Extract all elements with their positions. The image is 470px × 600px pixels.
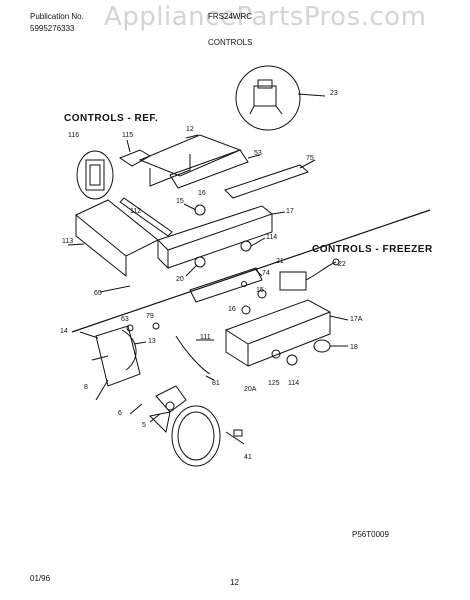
watermark: AppliancePartsPros.com	[104, 2, 427, 32]
callout-17a: 17A	[350, 316, 363, 323]
section-title-freezer: CONTROLS - FREEZER	[312, 244, 433, 255]
callout-20: 20	[176, 276, 184, 283]
callout-125: 125	[268, 380, 280, 387]
page-number: 12	[230, 578, 239, 587]
page-title: CONTROLS	[208, 38, 253, 47]
section-title-ref: CONTROLS - REF.	[64, 113, 159, 124]
drawing-id: P56T0009	[352, 530, 389, 539]
callout-114-freezer: 114	[288, 380, 300, 387]
callout-22: 22	[338, 261, 346, 268]
callout-15: 15	[176, 198, 184, 205]
callout-16: 16	[198, 190, 206, 197]
callout-14: 14	[60, 328, 68, 335]
publication-number: 5995276333	[30, 24, 75, 33]
callout-18: 18	[350, 344, 358, 351]
callout-114: 114	[266, 234, 278, 241]
callout-113: 113	[62, 238, 74, 245]
model-number: FRS24WRC	[208, 12, 253, 21]
callout-15-freezer: 15	[256, 287, 264, 294]
callout-12: 12	[186, 126, 194, 133]
callout-16-freezer: 16	[228, 306, 236, 313]
callout-63: 63	[121, 316, 129, 323]
footer-date: 01/96	[30, 574, 51, 583]
callout-79: 79	[146, 313, 154, 320]
callout-13: 13	[148, 338, 156, 345]
callout-41: 41	[244, 454, 252, 461]
callout-21: 21	[276, 258, 284, 265]
callout-74: 74	[262, 270, 270, 277]
callout-112: 112	[130, 208, 142, 215]
callout-75: 75	[306, 155, 314, 162]
callout-65: 65	[94, 290, 102, 297]
callout-8: 8	[84, 384, 88, 391]
callout-5: 5	[142, 422, 146, 429]
callout-6: 6	[118, 410, 122, 417]
callout-115: 115	[122, 132, 134, 139]
callout-111: 111	[200, 334, 211, 341]
publication-label: Publication No.	[30, 12, 84, 21]
callout-17: 17	[286, 208, 294, 215]
callout-23: 23	[330, 90, 338, 97]
callout-20a: 20A	[244, 386, 257, 393]
callout-53: 53	[254, 150, 262, 157]
callout-81: 81	[212, 380, 220, 387]
callout-116: 116	[68, 132, 80, 139]
